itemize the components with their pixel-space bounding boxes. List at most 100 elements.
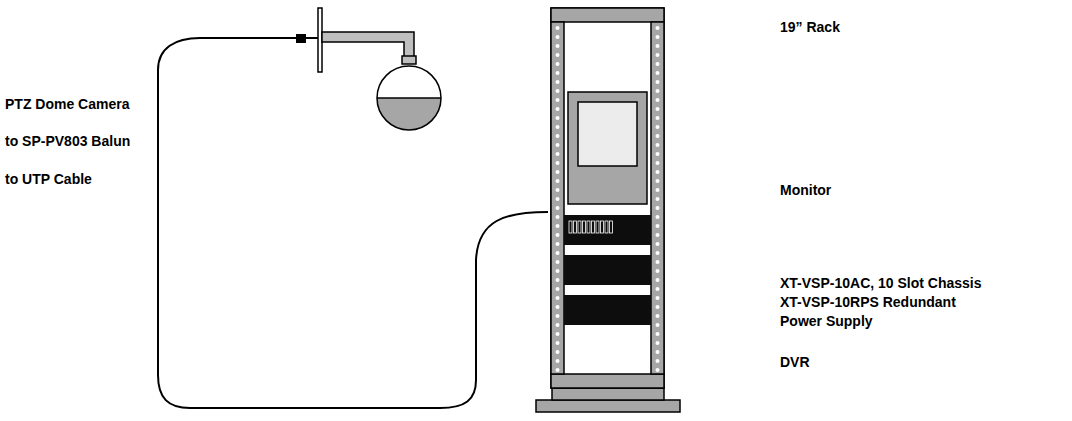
rack-hole — [656, 332, 660, 336]
rack-hole — [556, 305, 560, 309]
chassis-slot — [583, 221, 586, 233]
rack-hole — [656, 44, 660, 48]
rack-bottom — [551, 374, 664, 388]
rack-hole — [656, 152, 660, 156]
rack-hole — [656, 26, 660, 30]
dome-seam — [377, 97, 441, 99]
rack-hole — [556, 134, 560, 138]
chassis-slot — [578, 221, 581, 233]
monitor — [568, 92, 647, 204]
chassis-slot — [605, 221, 608, 233]
rack-hole — [556, 251, 560, 255]
rack-hole — [556, 368, 560, 372]
rack-hole — [656, 143, 660, 147]
rack-top — [551, 8, 664, 22]
rack-hole — [556, 287, 560, 291]
chassis-slots — [569, 221, 613, 233]
rack-hole — [556, 278, 560, 282]
rack-hole — [656, 179, 660, 183]
rack-hole — [556, 80, 560, 84]
rack-hole — [556, 170, 560, 174]
rack-hole — [556, 350, 560, 354]
chassis-slot — [574, 221, 577, 233]
rack-hole — [556, 242, 560, 246]
rack-hole — [556, 116, 560, 120]
rack-hole — [556, 269, 560, 273]
ptz-dome-camera — [377, 66, 441, 130]
part-label: PTZ Dome Camera — [5, 95, 129, 114]
balun-connector — [296, 34, 306, 43]
monitor-screen — [578, 102, 637, 166]
rack-hole — [656, 233, 660, 237]
part-label: 19” Rack — [780, 18, 840, 37]
rack-hole — [656, 134, 660, 138]
rack-hole — [556, 152, 560, 156]
rack-hole — [556, 224, 560, 228]
rack-hole — [656, 350, 660, 354]
rack-hole — [556, 197, 560, 201]
rack-hole — [656, 269, 660, 273]
rack-hole — [556, 98, 560, 102]
rack-hole — [556, 161, 560, 165]
rack-plinth — [552, 388, 664, 400]
rack-hole — [656, 215, 660, 219]
rack-hole — [656, 80, 660, 84]
rack-holes — [556, 26, 660, 372]
rack-hole — [556, 26, 560, 30]
rack-hole — [656, 314, 660, 318]
chassis-slot — [569, 221, 572, 233]
rack-hole — [656, 206, 660, 210]
part-label: DVR — [780, 353, 810, 372]
rack-hole — [656, 323, 660, 327]
rack-hole — [556, 296, 560, 300]
rack-hole — [556, 314, 560, 318]
part-label: to SP-PV803 Balun — [5, 132, 130, 151]
rack-hole — [656, 170, 660, 174]
rack-hole — [656, 71, 660, 75]
part-label: XT-VSP-10AC, 10 Slot Chassis — [780, 274, 982, 293]
chassis-unit — [564, 215, 651, 245]
rack-hole — [656, 62, 660, 66]
rack-frame — [551, 8, 664, 388]
rack-hole — [656, 278, 660, 282]
rack-hole — [656, 98, 660, 102]
power-supply-unit — [564, 255, 651, 285]
balun-lead — [306, 37, 318, 39]
rack-base — [536, 400, 680, 412]
rack-hole — [656, 116, 660, 120]
rack-hole — [656, 53, 660, 57]
dome-lower — [377, 98, 441, 130]
rack-hole — [556, 188, 560, 192]
dvr-unit — [564, 295, 651, 325]
rack-hole — [556, 359, 560, 363]
rack-hole — [556, 125, 560, 129]
utp-cable — [158, 38, 548, 408]
rack-hole — [656, 224, 660, 228]
rack-hole — [556, 71, 560, 75]
rack-hole — [556, 53, 560, 57]
rack-hole — [556, 44, 560, 48]
rack-hole — [556, 332, 560, 336]
rack-hole — [656, 260, 660, 264]
chassis-slot — [592, 221, 595, 233]
part-label: Monitor — [780, 181, 831, 200]
rack-hole — [556, 206, 560, 210]
rack-hole — [556, 323, 560, 327]
rack-hole — [656, 305, 660, 309]
part-label: XT-VSP-10RPS Redundant Power Supply — [780, 293, 985, 331]
rack-hole — [556, 143, 560, 147]
rack-hole — [656, 188, 660, 192]
rack-hole — [656, 35, 660, 39]
rack-hole — [656, 359, 660, 363]
camera-mount — [402, 56, 416, 64]
rack-hole — [656, 251, 660, 255]
chassis-slot — [601, 221, 604, 233]
chassis-slot — [587, 221, 590, 233]
chassis-slot — [596, 221, 599, 233]
rack-hole — [556, 35, 560, 39]
rack-hole — [556, 179, 560, 183]
rack-hole — [556, 341, 560, 345]
rack-hole — [556, 107, 560, 111]
camera-arm — [322, 32, 414, 58]
